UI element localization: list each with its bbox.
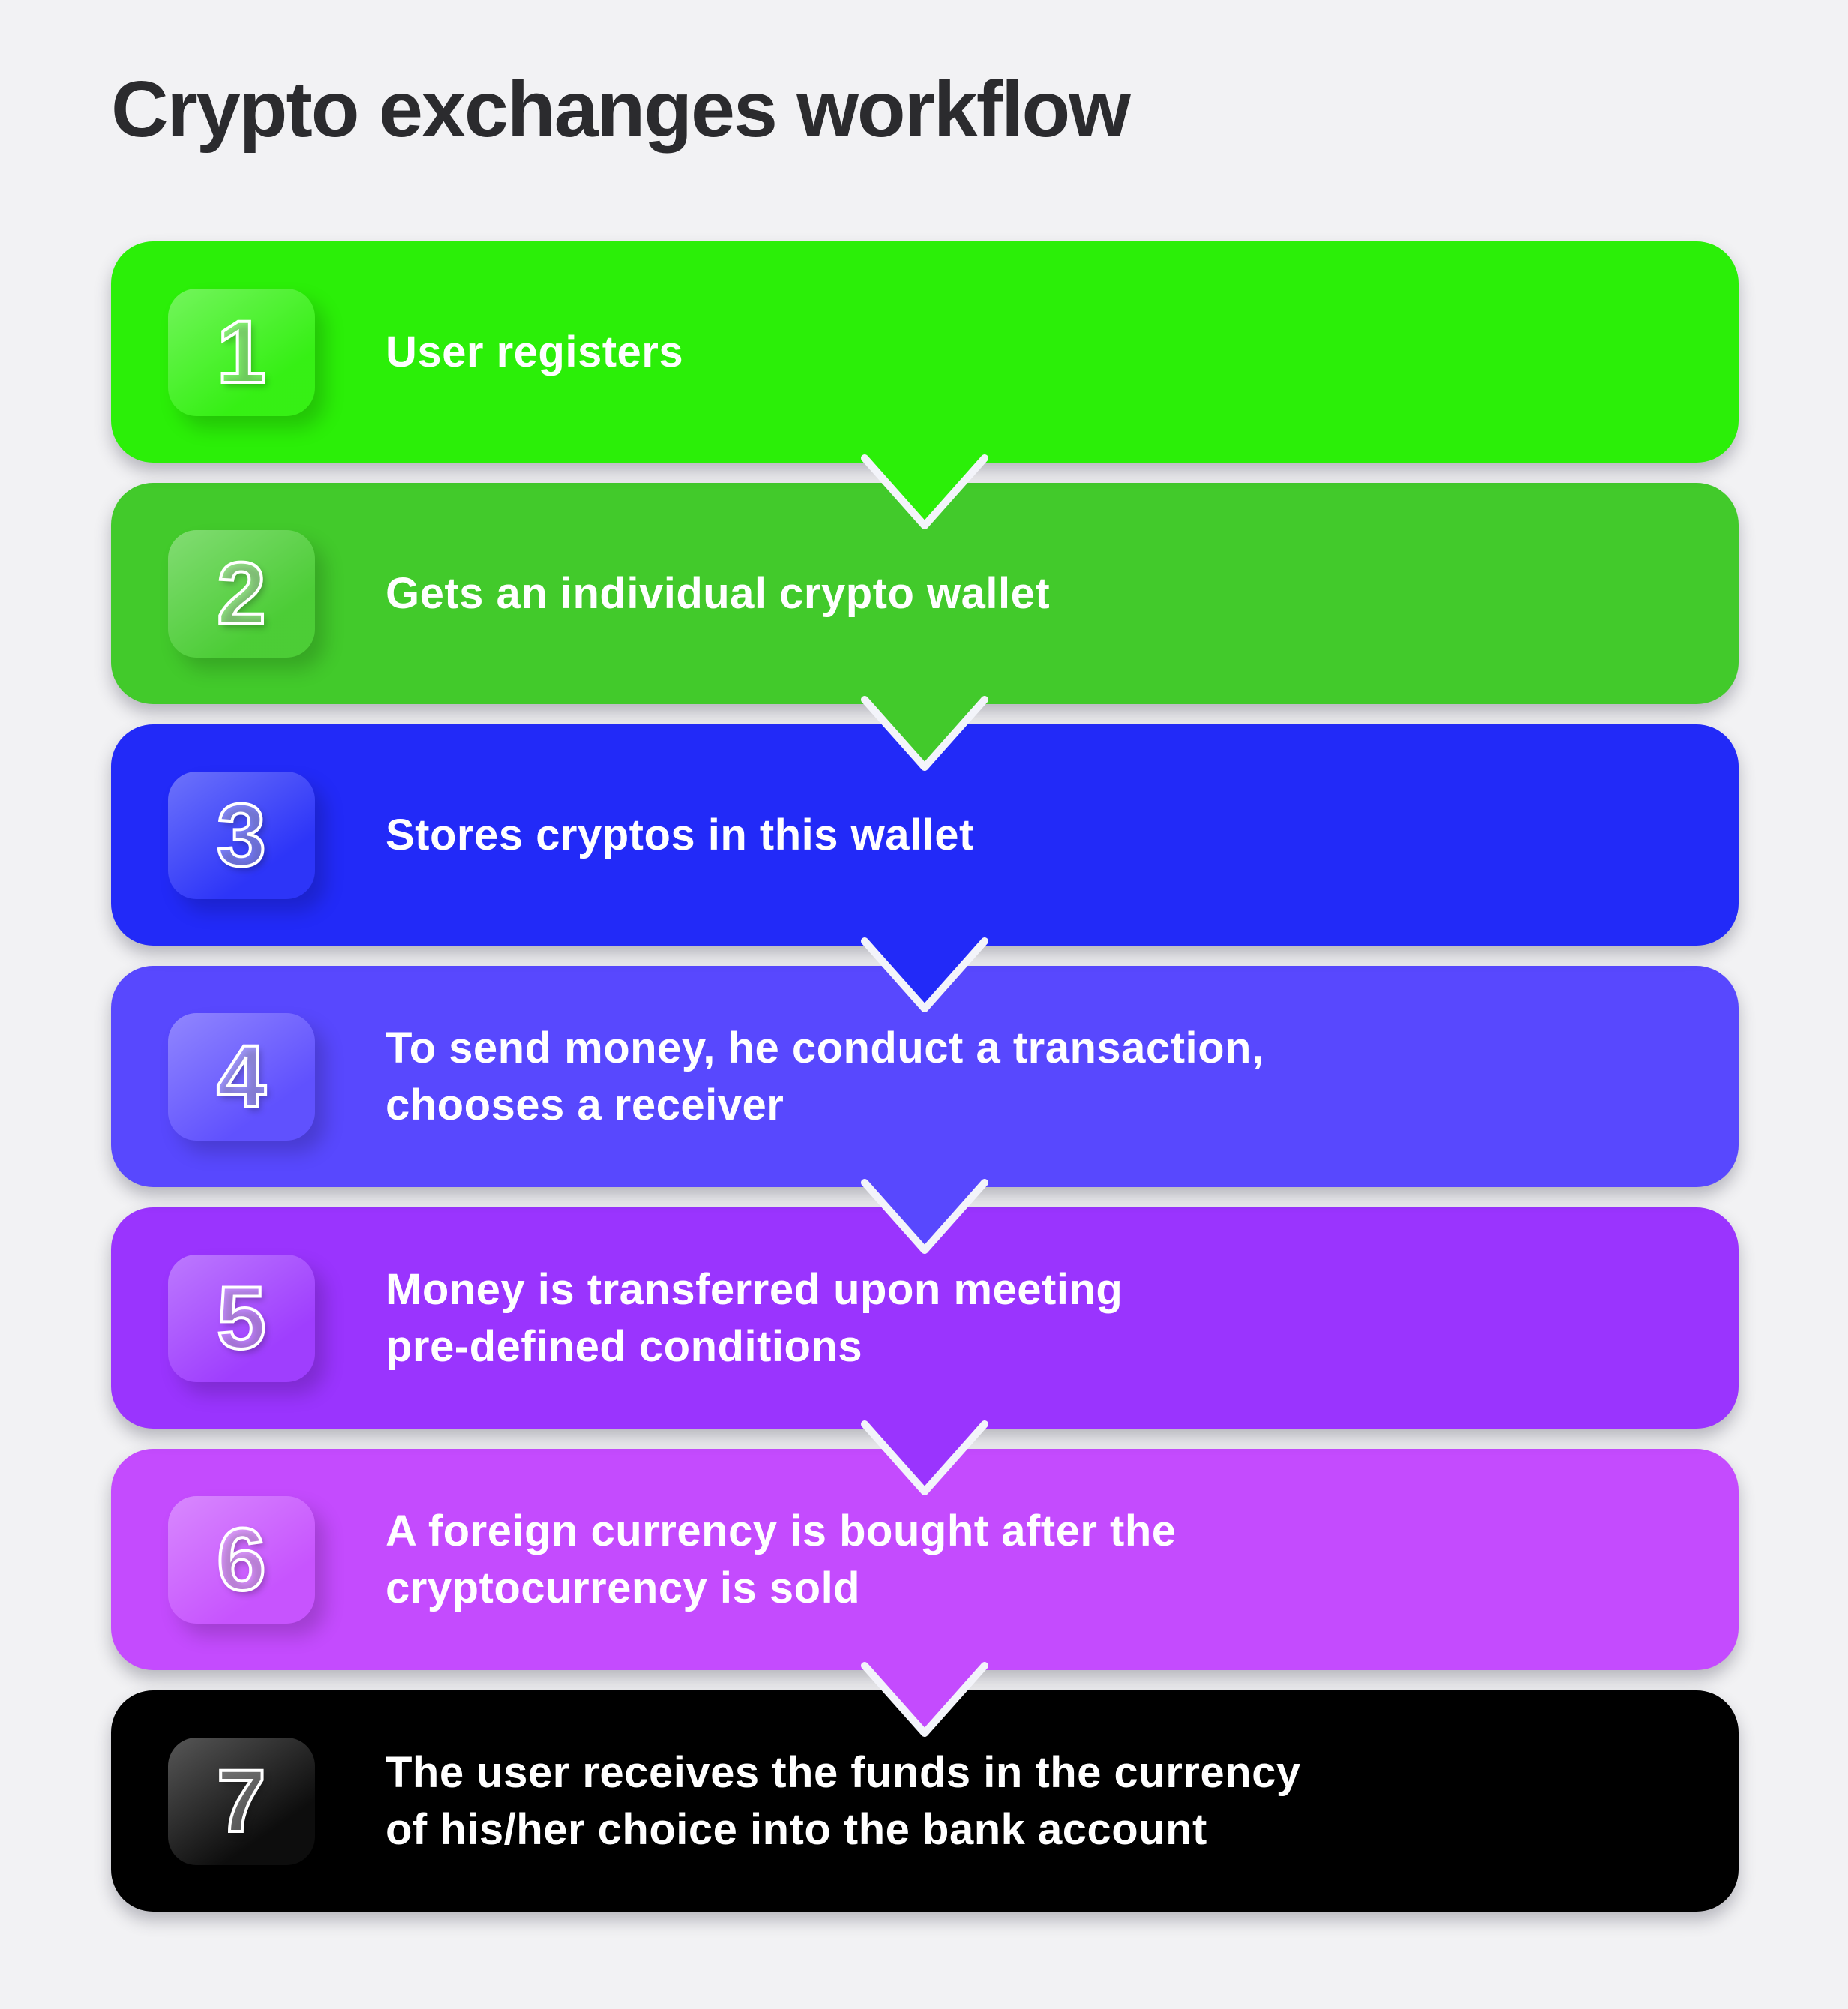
step-label: Money is transferred upon meeting pre-de… (386, 1265, 1124, 1371)
arrow-down-icon (861, 1179, 988, 1254)
workflow-step: 5 Money is transferred upon meeting pre-… (111, 1207, 1738, 1495)
step-number-badge: 5 (168, 1254, 315, 1382)
step-number-badge: 7 (168, 1737, 315, 1865)
step-label: The user receives the funds in the curre… (386, 1748, 1301, 1854)
arrow-down-icon (861, 696, 988, 771)
step-number: 5 (215, 1268, 268, 1368)
step-number: 7 (215, 1751, 268, 1851)
step-number-badge: 3 (168, 771, 315, 899)
workflow-steps: 1 User registers 2 Gets an individual cr… (111, 241, 1738, 1932)
arrow-down-icon (861, 454, 988, 529)
step-number: 6 (215, 1510, 268, 1609)
step-number: 1 (215, 302, 268, 402)
workflow-step: 6 A foreign currency is bought after the… (111, 1449, 1738, 1737)
arrow-down-icon (861, 1662, 988, 1737)
step-label: A foreign currency is bought after the c… (386, 1507, 1177, 1612)
workflow-step: 4 To send money, he conduct a transactio… (111, 966, 1738, 1254)
step-number: 3 (215, 785, 268, 885)
arrow-down-icon (861, 937, 988, 1012)
step-number: 4 (215, 1027, 268, 1126)
step-number: 2 (215, 544, 268, 643)
step-label: Gets an individual crypto wallet (386, 568, 1051, 618)
step-label: Stores cryptos in this wallet (386, 810, 974, 859)
step-label: To send money, he conduct a transaction,… (386, 1024, 1264, 1129)
step-number-badge: 2 (168, 529, 315, 658)
step-number-badge: 6 (168, 1495, 315, 1624)
workflow-step: 1 User registers (111, 241, 1738, 529)
page-title: Crypto exchanges workflow (111, 65, 1131, 154)
step-number-badge: 1 (168, 288, 315, 416)
step-label: User registers (386, 327, 684, 376)
arrow-down-icon (861, 1420, 988, 1495)
step-number-badge: 4 (168, 1012, 315, 1141)
